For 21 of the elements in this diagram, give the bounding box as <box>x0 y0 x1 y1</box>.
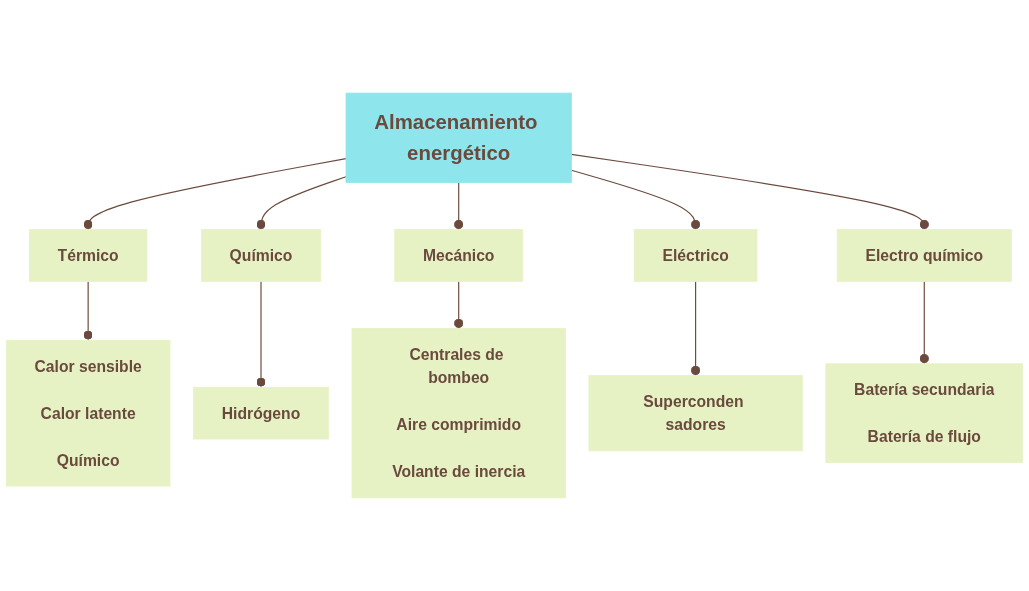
connector <box>570 153 929 231</box>
node-box: Calor sensible Calor latente Químico <box>5 339 171 487</box>
node-box: Electro químico <box>836 229 1012 282</box>
node-box: Térmico <box>29 229 148 282</box>
connector <box>256 176 347 231</box>
connector <box>919 280 929 365</box>
connector <box>83 280 93 341</box>
node-box: Hidrógeno <box>193 386 329 440</box>
connector <box>453 181 464 231</box>
connector <box>570 169 701 231</box>
node-box: Eléctrico <box>633 229 758 282</box>
node-box: Centrales de bombeo Aire comprimido Volante de inercia <box>351 328 566 499</box>
node-box: Almacenamiento energético <box>345 92 572 183</box>
connector <box>256 280 266 388</box>
node-box: Superconden sadores <box>588 375 803 452</box>
node-box: Batería secundaria Batería de flujo <box>825 363 1024 463</box>
connector <box>453 280 464 330</box>
node-box: Mecánico <box>394 229 524 282</box>
connector <box>690 280 701 377</box>
connector <box>83 158 347 231</box>
node-box: Químico <box>201 229 322 282</box>
